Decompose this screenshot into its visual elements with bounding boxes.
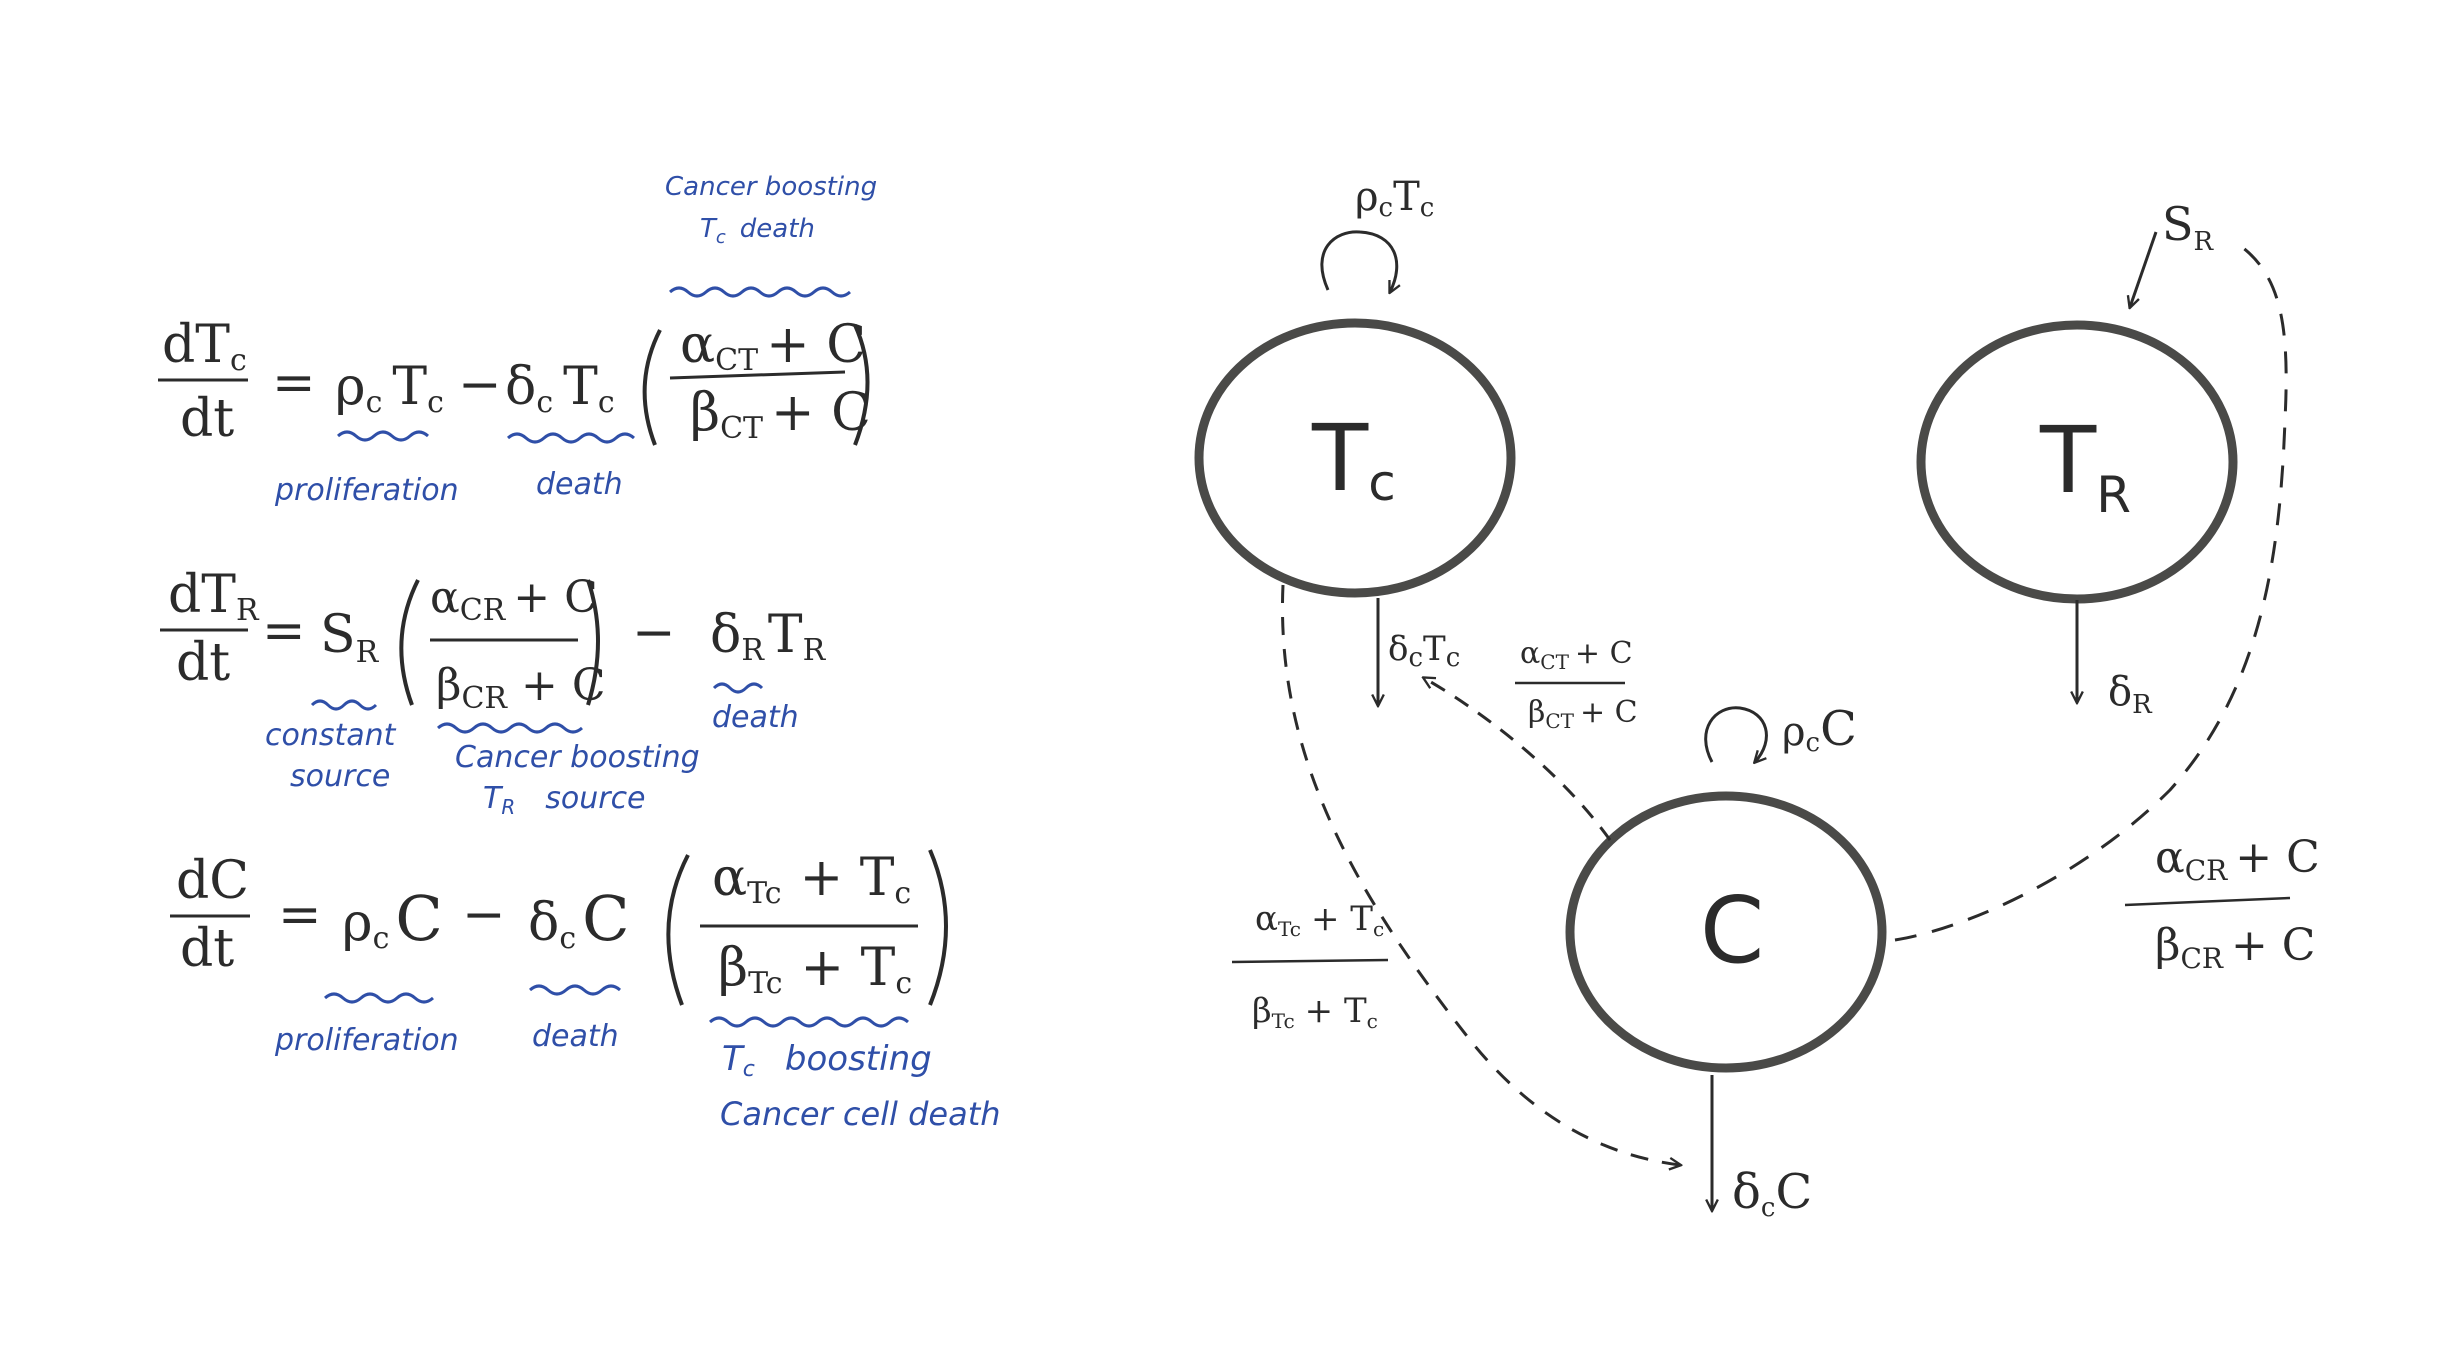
eq-c-equals: =: [278, 885, 322, 945]
eq-tc-lhs-num: dTc: [162, 315, 247, 378]
cr-frac-num: αCR+ C: [2155, 832, 2320, 887]
eq-c-lhs-num: dC: [176, 851, 249, 911]
eq-c-frac-num: αTc+ Tc: [712, 848, 911, 911]
eq-tc-underline-prolif: [337, 430, 429, 442]
tc-self-label: ρcTc: [1355, 174, 1434, 223]
c-death-label: δcC: [1732, 1164, 1812, 1223]
eq-tr-lhs-den: dt: [176, 633, 230, 693]
sr-source-arrow: [2130, 231, 2158, 307]
eq-tr-minus: −: [632, 603, 676, 663]
eq-tc-frac-num: αCT+ C: [680, 315, 866, 378]
eq-tr-note-constant: constant: [265, 718, 397, 753]
eq-tr-paren-left: [399, 579, 420, 706]
eq-tc-note-proliferation: proliferation: [274, 473, 459, 508]
equation-tr: dTR dt = SR αCR+ C βCR+ C − δRTR constan…: [160, 565, 827, 819]
eq-c-underline-death: [529, 984, 621, 996]
tc-frac-num: αTc+ Tc: [1255, 899, 1384, 941]
cr-frac-den: βCR+ C: [2155, 920, 2315, 975]
eq-tc-frac-bar: [669, 370, 846, 380]
tr-death-label: δR: [2108, 669, 2153, 720]
node-tr[interactable]: TR: [1916, 320, 2238, 604]
eq-tr-note-death: death: [712, 700, 799, 735]
eq-tr-underline-boost: [437, 722, 583, 734]
eq-tr-lhs-num: dTR: [168, 565, 260, 628]
eq-tc-paren-right: [853, 324, 870, 446]
eq-c-paren-left: [666, 854, 690, 1006]
eq-c-note-proliferation: proliferation: [274, 1023, 459, 1058]
eq-c-underline-prolif: [324, 992, 434, 1004]
eq-tc-lhs-den: dt: [180, 389, 234, 449]
eq-c-note-boost-2: Cancer cell death: [720, 1095, 1001, 1133]
equation-c: dC dt = ρcC − δcC αTc+ Tc βTc+ Tc prolif…: [170, 848, 1001, 1133]
eq-c-term1: ρcC: [342, 882, 443, 956]
eq-tc-note-boost-1: Cancer boosting: [665, 172, 877, 202]
eq-tc-minus: −: [458, 355, 502, 415]
eq-c-frac-den: βTc+ Tc: [718, 938, 912, 1001]
tc-boost-cancer-death-arrow: [1280, 584, 1680, 1165]
tc-death-label: δcTc: [1388, 629, 1460, 673]
tc-self-loop-arrow: [1320, 230, 1397, 292]
eq-c-term2: δcC: [528, 882, 630, 956]
eq-c-note-death: death: [532, 1019, 619, 1054]
eq-tr-equals: =: [262, 601, 306, 661]
ct-frac-den: βCT+ C: [1528, 695, 1638, 733]
model-diagram: Tc TR C ρcTc SR δcTc αCT+ C βCT+ C ρcC δ…: [1194, 174, 2320, 1223]
eq-tc-note-death: death: [536, 467, 623, 502]
eq-tc-frac-den: βCT+ C: [690, 383, 871, 446]
eq-c-minus: −: [462, 885, 506, 945]
eq-tr-term1: SR: [320, 605, 380, 670]
eq-tc-equals: =: [272, 353, 316, 413]
eq-tr-note-boost-1: Cancer boosting: [455, 740, 700, 775]
node-c[interactable]: C: [1565, 791, 1887, 1073]
node-tc[interactable]: Tc: [1194, 318, 1516, 598]
node-c-label: C: [1700, 877, 1764, 984]
ct-frac-num: αCT+ C: [1520, 636, 1633, 674]
eq-c-underline-boost: [709, 1016, 909, 1028]
node-tc-label: Tc: [1311, 405, 1396, 512]
eq-tr-term2: δRTR: [710, 605, 827, 668]
eq-tr-note-source: source: [290, 759, 390, 794]
eq-tr-underline-death: [712, 682, 764, 694]
eq-c-paren-right: [928, 849, 948, 1006]
cr-frac-bar: [2124, 896, 2291, 907]
tc-frac-den: βTc+ Tc: [1252, 991, 1378, 1033]
c-self-label: ρcC: [1782, 701, 1857, 758]
sr-label: SR: [2162, 197, 2215, 257]
tc-frac-bar: [1231, 958, 1389, 964]
eq-tr-frac-den: βCR+ C: [436, 660, 606, 716]
eq-tr-frac-num: αCR+ C: [430, 572, 598, 628]
eq-tr-paren-right: [586, 579, 600, 706]
eq-tc-underline-boost: [669, 286, 851, 298]
eq-tr-underline-source: [310, 699, 378, 711]
c-self-loop-arrow: [1704, 706, 1768, 762]
cancer-boost-tc-death-arrow: [1424, 678, 1612, 841]
eq-tc-paren-left: [642, 329, 662, 446]
eq-tc-underline-death: [507, 432, 635, 444]
eq-c-lhs-den: dt: [180, 919, 234, 979]
cancer-boost-tr-source-line: [1894, 238, 2288, 942]
node-tr-label: TR: [2039, 407, 2131, 524]
